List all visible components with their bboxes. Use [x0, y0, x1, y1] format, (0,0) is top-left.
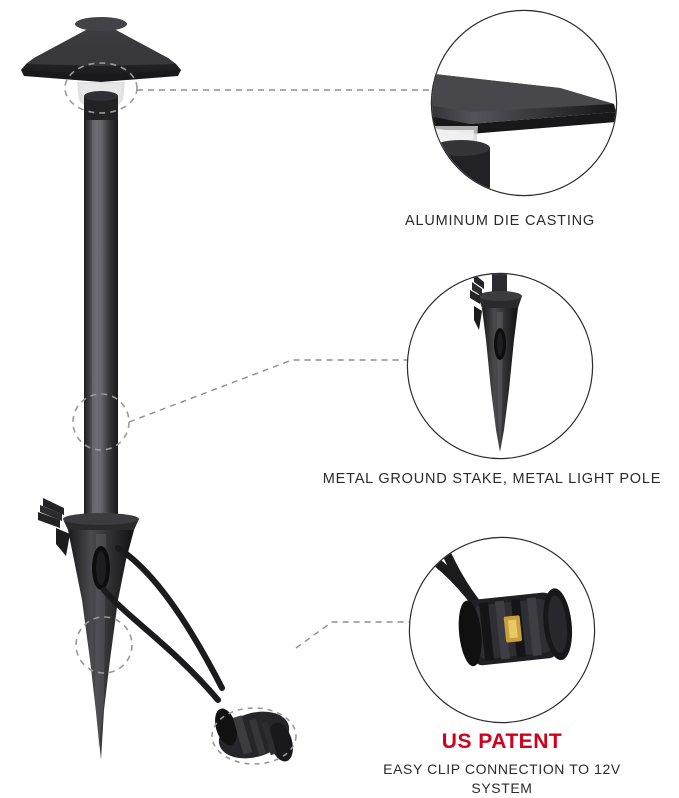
detail-circle-ground-stake [406, 272, 594, 460]
us-patent-label: US PATENT [441, 730, 563, 753]
leader-2 [128, 359, 408, 423]
product-illustration [21, 17, 293, 762]
caption-aluminum-die-casting: ALUMINUM DIE CASTING [404, 213, 595, 229]
leader-lines [128, 89, 432, 649]
connector-wires [101, 545, 225, 703]
leader-3 [295, 621, 410, 649]
clip-connector [215, 708, 293, 762]
caption-ground-stake: METAL GROUND STAKE, METAL LIGHT POLE [322, 471, 662, 487]
caption-clip-connection: EASY CLIP CONNECTION TO 12V SYSTEM [383, 761, 621, 796]
marker-stake [75, 616, 133, 674]
detail-circle-aluminum-die-casting [430, 9, 618, 197]
marker-clip [211, 707, 297, 765]
detail-circle-clip-connector [408, 536, 596, 724]
ground-stake [38, 498, 139, 760]
light-pole [84, 120, 118, 520]
lamp-head-cap [21, 17, 181, 134]
marker-head [64, 62, 138, 114]
